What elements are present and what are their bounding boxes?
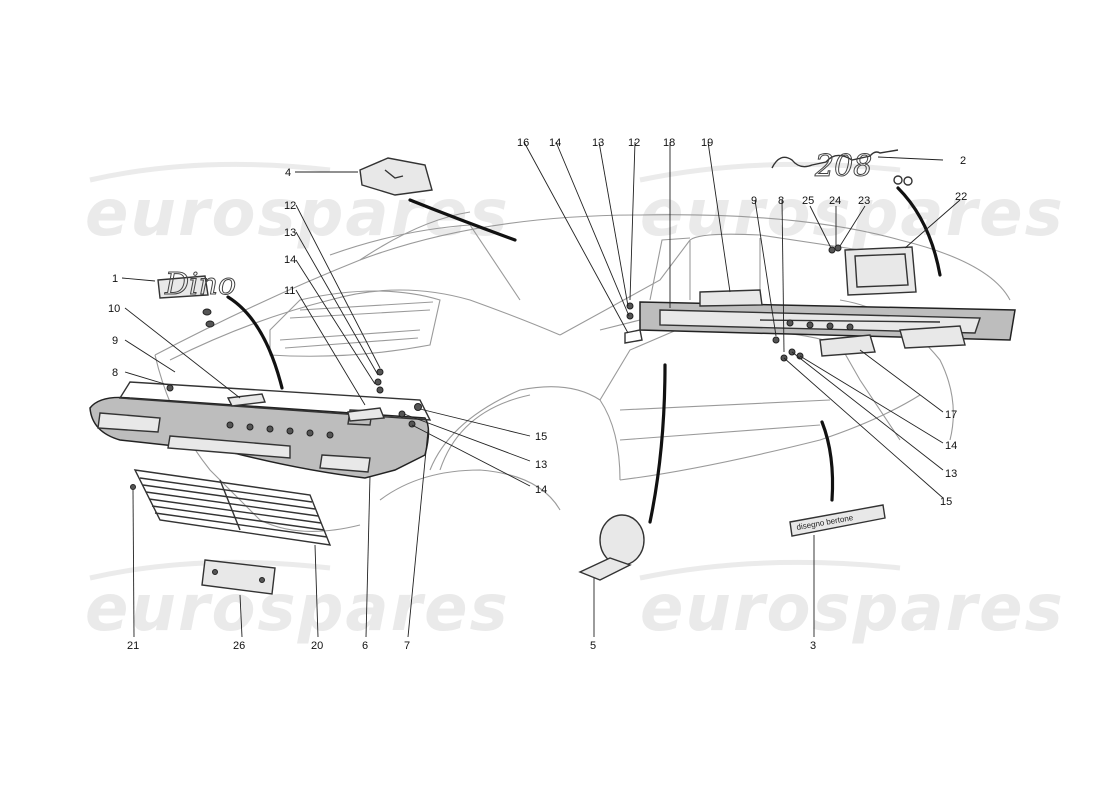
callout-1: 1 [112,273,118,285]
callout-18: 18 [663,137,675,149]
callout-11: 11 [284,285,295,297]
callout-13-side: 13 [945,468,957,480]
arrow-side-mirror [648,363,667,524]
grille-bracket [201,559,276,595]
front-badge: Dino [157,267,237,328]
callout-labels: 1 2 3 4 5 6 7 8 8 9 9 10 11 12 12 13 13 … [108,137,967,652]
callout-9-front: 9 [112,335,118,347]
callout-14-side: 14 [945,440,957,452]
callout-5: 5 [590,640,596,652]
callout-23: 23 [858,195,870,207]
callout-15-bumper: 15 [535,431,547,443]
front-grille [130,469,332,546]
side-badge: disegno bertone [789,504,886,537]
callout-21: 21 [127,640,139,652]
callout-15-side: 15 [940,496,952,508]
plate-light-frame [828,244,917,296]
callout-16: 16 [517,137,529,149]
callout-6: 6 [362,640,368,652]
front-bumper [89,381,432,479]
callout-19: 19 [701,137,713,149]
front-brackets [226,368,422,428]
arrow-side-badge [820,420,835,502]
callout-20: 20 [311,640,323,652]
side-mirror [578,514,645,581]
callout-3: 3 [810,640,816,652]
callout-8-front: 8 [112,367,118,379]
watermark-top-right: eurospares [640,177,1065,251]
interior-mirror [359,157,433,196]
leader-lines [121,141,961,638]
callout-10: 10 [108,303,120,315]
callout-2: 2 [960,155,966,167]
callout-26: 26 [233,640,245,652]
watermark-bottom-right: eurospares [640,572,1065,646]
callout-7: 7 [404,640,410,652]
watermark-swoosh [639,161,901,183]
watermark-top-left: eurospares [85,177,510,251]
rear-logo-script: 208 [771,149,913,186]
callout-13-bumper: 13 [535,459,547,471]
callout-25: 25 [802,195,814,207]
svg-text:Dino: Dino [164,267,236,302]
callout-14-bumper: 14 [535,484,547,496]
callout-12-front: 12 [284,200,296,212]
arrow-mirror [408,198,517,242]
svg-text:208: 208 [814,149,872,184]
callout-14-rear: 14 [549,137,561,149]
rear-bumper [624,289,1016,362]
arrow-front-badge [226,295,284,390]
watermark-swoosh [639,559,901,581]
callout-22: 22 [955,191,967,203]
callout-13-front: 13 [284,227,296,239]
callout-14-front: 14 [284,254,296,266]
callout-4: 4 [285,167,291,179]
watermark-bottom-left: eurospares [85,572,510,646]
callout-13-rear: 13 [592,137,604,149]
leader-arrows [226,186,942,524]
watermark-group: eurospares eurospares eurospares eurospa… [85,161,1065,646]
callout-24: 24 [829,195,841,207]
callout-17: 17 [945,409,957,421]
callout-9-rear: 9 [751,195,757,207]
arrow-rear-logo [896,186,942,277]
callout-8-rear: 8 [778,195,784,207]
callout-12-rear: 12 [628,137,640,149]
watermark-swoosh [89,161,331,183]
